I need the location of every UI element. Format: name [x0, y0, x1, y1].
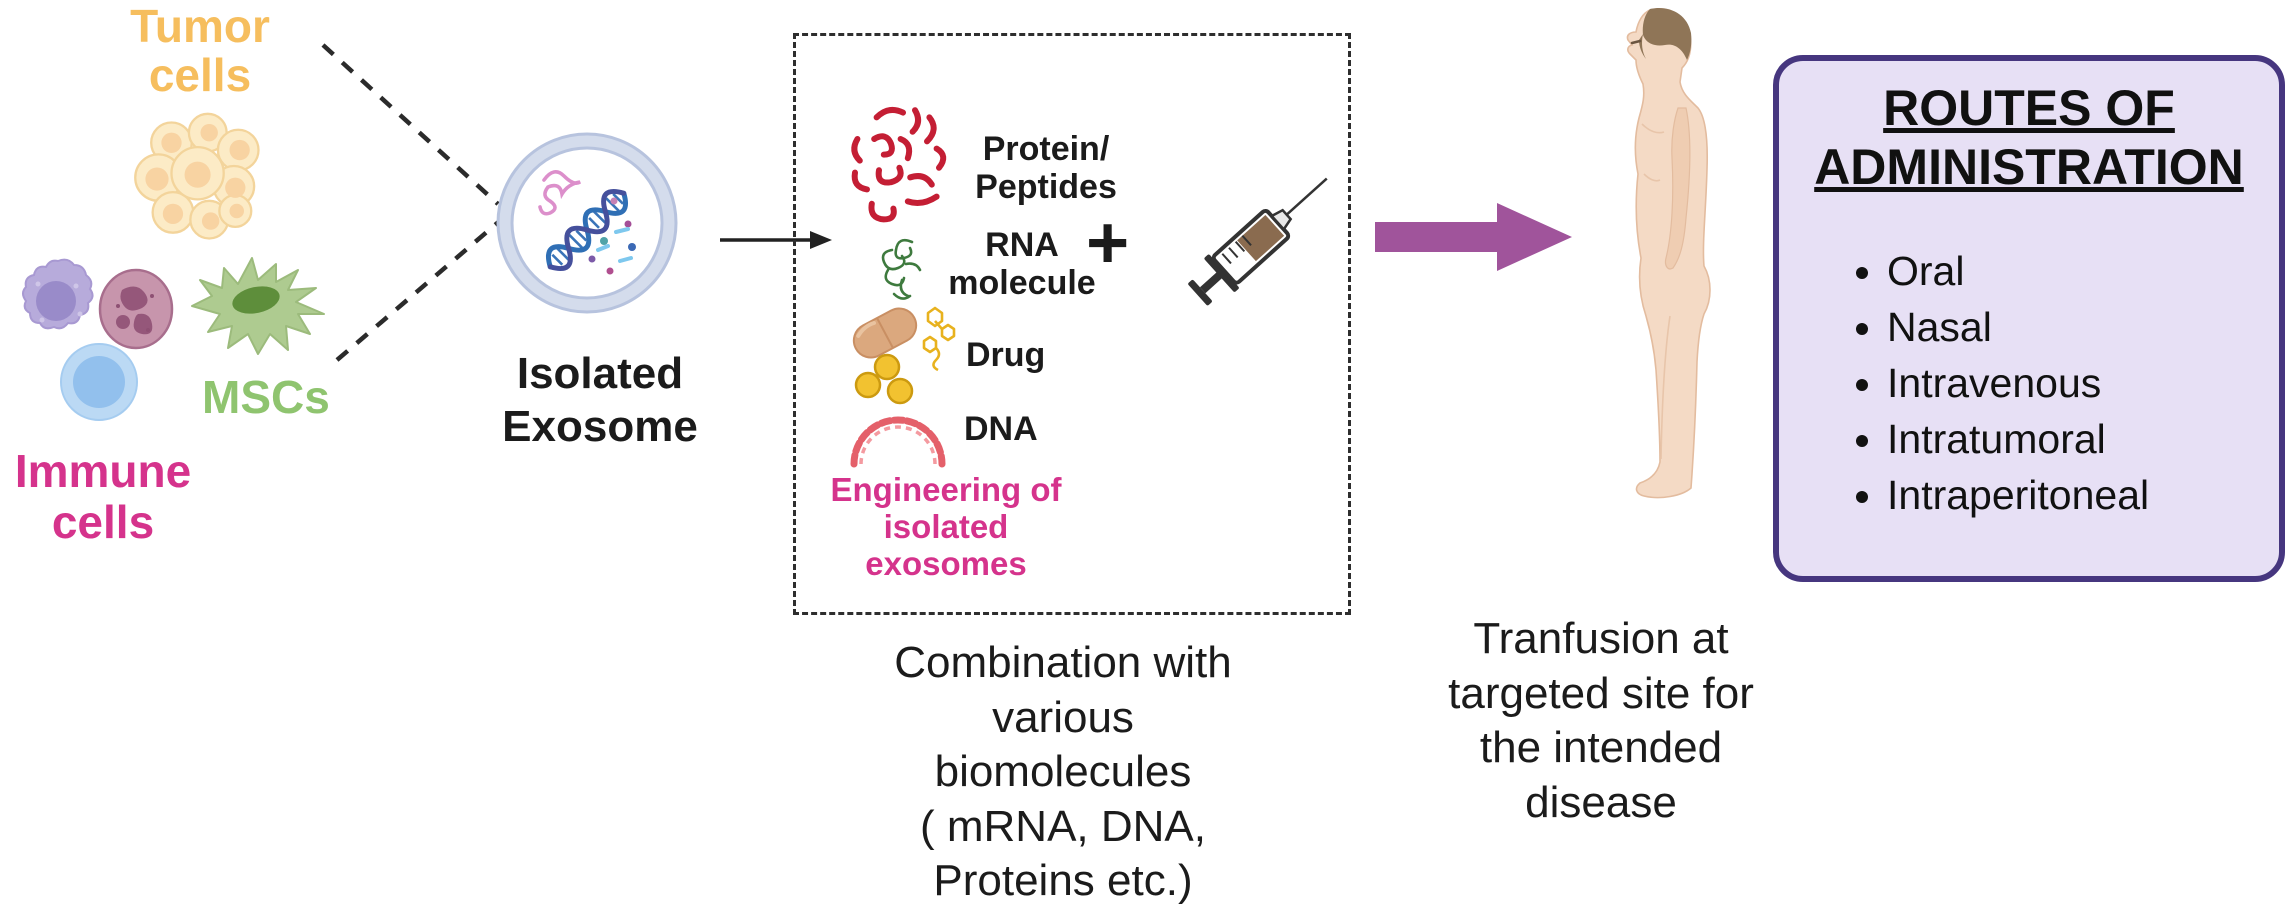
human-body-side-icon: [1626, 8, 1711, 499]
route-item-oral: Oral: [1887, 243, 2279, 299]
plus-sign: +: [1086, 201, 1130, 284]
rna-strand-pink-icon: [538, 170, 581, 216]
route-item-nasal: Nasal: [1887, 299, 2279, 355]
immune-cell-purple-icon: [22, 258, 94, 330]
route-item-intratumoral: Intratumoral: [1887, 411, 2279, 467]
rna-icon: [881, 238, 922, 300]
transfusion-caption: Tranfusion at targeted site for the inte…: [1448, 614, 1754, 827]
drug-label: Drug: [966, 336, 1046, 374]
drug-icon: [852, 306, 956, 405]
syringe-icon: [1188, 177, 1328, 306]
exosome-vesicle-icon: [496, 132, 678, 314]
dna-label: DNA: [964, 410, 1038, 448]
msc-cell-icon: [191, 257, 325, 355]
dna-helix-icon: [545, 188, 629, 272]
molecule-dots: [588, 197, 636, 275]
route-item-intraperitoneal: Intraperitoneal: [1887, 467, 2279, 523]
routes-list: Oral Nasal Intravenous Intratumoral Intr…: [1779, 243, 2279, 523]
engineering-note: Engineering of isolated exosomes: [830, 471, 1062, 582]
routes-box: ROUTES OF ADMINISTRATION Oral Nasal Intr…: [1773, 55, 2285, 582]
transfusion-arrow-icon: [1375, 203, 1572, 271]
protein-icon: [851, 106, 947, 223]
hair: [1642, 8, 1692, 60]
arrow-to-box-icon: [720, 231, 832, 249]
tumor-cells-label: Tumor cells: [130, 0, 270, 101]
tumor-cells-cluster-icon: [134, 112, 260, 240]
immune-cell-blue-icon: [60, 343, 138, 421]
routes-title: ROUTES OF ADMINISTRATION: [1814, 80, 2244, 195]
dna-icon: [850, 416, 946, 468]
protein-label: Protein/ Peptides: [975, 130, 1117, 207]
immune-cells-label: Immune cells: [14, 445, 192, 548]
dashed-connector-lines: [321, 43, 504, 362]
combination-dashed-box: [793, 33, 1351, 615]
rna-label: RNA molecule: [948, 226, 1096, 303]
isolated-exosome-label: Isolated Exosome: [502, 349, 698, 451]
route-item-intravenous: Intravenous: [1887, 355, 2279, 411]
msc-label: MSCs: [202, 371, 330, 423]
combination-caption: Combination with various biomolecules ( …: [894, 638, 1232, 906]
immune-cell-maroon-icon: [98, 268, 174, 350]
